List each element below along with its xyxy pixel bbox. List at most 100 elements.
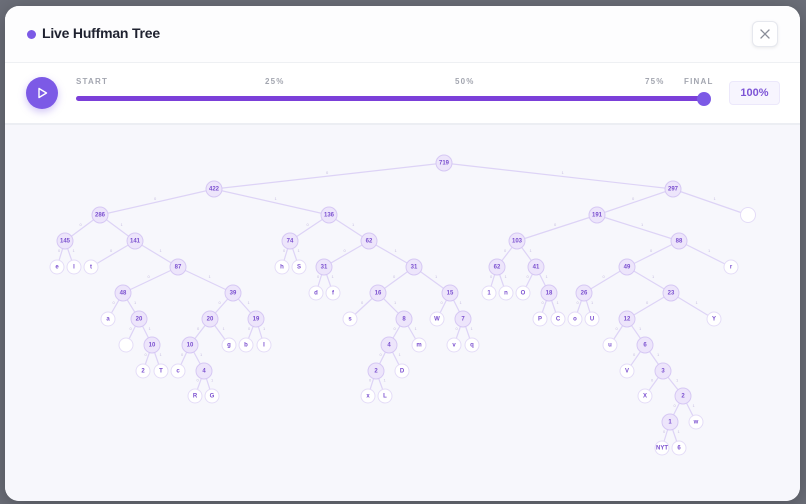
tree-internal-node[interactable]: 10 (143, 336, 161, 354)
slider-thumb[interactable] (697, 92, 711, 106)
tick-label: 50% (455, 77, 475, 86)
tree-internal-node[interactable]: 103 (508, 232, 526, 250)
tree-leaf-node[interactable]: D (394, 363, 410, 379)
tree-internal-node[interactable]: 136 (320, 206, 338, 224)
tree-leaf-node[interactable]: V (619, 363, 635, 379)
tree-internal-node[interactable]: 297 (664, 180, 682, 198)
tick-label: START (76, 77, 109, 86)
edge-bit-label: 1 (248, 300, 251, 305)
tree-internal-node[interactable]: 10 (181, 336, 199, 354)
tree-internal-node[interactable]: 19 (247, 310, 265, 328)
tree-leaf-node[interactable]: o (567, 311, 583, 327)
node-label: 16 (375, 291, 382, 297)
tree-internal-node[interactable]: 4 (380, 336, 398, 354)
edge-bit-label: 0 (577, 300, 580, 305)
tree-leaf-node[interactable]: W (429, 311, 445, 327)
tree-internal-node[interactable]: 6 (636, 336, 654, 354)
progress-slider[interactable] (76, 96, 705, 101)
node-label: 48 (120, 291, 127, 297)
tree-leaf-node[interactable]: c (170, 363, 186, 379)
tree-edge (626, 292, 672, 320)
tree-leaf-node[interactable]: NYT (654, 440, 670, 456)
tree-leaf-node[interactable]: X (637, 388, 653, 404)
tree-internal-node[interactable]: 7 (454, 310, 472, 328)
tree-internal-node[interactable]: 8 (395, 310, 413, 328)
tree-leaf-node[interactable]: C (550, 311, 566, 327)
tree-leaf-node[interactable]: d (308, 285, 324, 301)
tree-internal-node[interactable]: 20 (130, 310, 148, 328)
tree-internal-node[interactable]: 88 (670, 232, 688, 250)
tree-internal-node[interactable]: 15 (441, 284, 459, 302)
tree-internal-node[interactable]: 41 (527, 258, 545, 276)
tree-leaf-node[interactable]: w (688, 414, 704, 430)
tree-leaf-node[interactable]: I (256, 337, 272, 353)
tree-internal-node[interactable]: 4 (195, 362, 213, 380)
tree-leaf-node[interactable]: 2 (135, 363, 151, 379)
tree-internal-node[interactable]: 74 (281, 232, 299, 250)
tree-leaf-node[interactable]: S (291, 259, 307, 275)
tree-internal-node[interactable]: 39 (224, 284, 242, 302)
tree-leaf-node[interactable] (118, 337, 134, 353)
tree-internal-node[interactable]: 191 (588, 206, 606, 224)
tree-leaf-node[interactable]: g (221, 337, 237, 353)
tree-leaf-node[interactable]: a (100, 311, 116, 327)
tree-internal-node[interactable]: 20 (201, 310, 219, 328)
tree-internal-node[interactable]: 3 (654, 362, 672, 380)
tree-internal-node[interactable]: 141 (126, 232, 144, 250)
tree-leaf-node[interactable]: L (377, 388, 393, 404)
tree-internal-node[interactable]: 62 (360, 232, 378, 250)
close-button[interactable] (752, 21, 778, 47)
tree-internal-node[interactable]: 48 (114, 284, 132, 302)
tree-internal-node[interactable]: 62 (488, 258, 506, 276)
tree-leaf-node[interactable]: O (515, 285, 531, 301)
tree-leaf-node[interactable]: s (342, 311, 358, 327)
tree-internal-node[interactable]: 719 (435, 154, 453, 172)
tree-internal-node[interactable]: 87 (169, 258, 187, 276)
tree-leaf-node[interactable] (740, 207, 756, 223)
tree-leaf-node[interactable]: q (464, 337, 480, 353)
tree-leaf-node[interactable]: n (498, 285, 514, 301)
node-label: 8 (402, 317, 406, 323)
tree-internal-node[interactable]: 2 (367, 362, 385, 380)
play-button[interactable] (26, 77, 58, 109)
tree-leaf-node[interactable]: h (274, 259, 290, 275)
tree-internal-node[interactable]: 16 (369, 284, 387, 302)
tree-leaf-node[interactable]: v (446, 337, 462, 353)
tree-leaf-node[interactable]: b (238, 337, 254, 353)
tick-label: 25% (265, 77, 285, 86)
tree-leaf-node[interactable]: m (411, 337, 427, 353)
tree-leaf-node[interactable]: Y (706, 311, 722, 327)
tree-leaf-node[interactable]: T (153, 363, 169, 379)
tree-leaf-node[interactable]: U (584, 311, 600, 327)
tree-internal-node[interactable]: 23 (662, 284, 680, 302)
tree-leaf-node[interactable]: P (532, 311, 548, 327)
node-label: 141 (130, 239, 141, 245)
tree-internal-node[interactable]: 145 (56, 232, 74, 250)
tree-internal-node[interactable]: 12 (618, 310, 636, 328)
edge-bit-label: 1 (223, 326, 226, 331)
tree-leaf-node[interactable]: e (49, 259, 65, 275)
tree-internal-node[interactable]: 31 (405, 258, 423, 276)
edge-bit-label: 1 (384, 378, 387, 383)
node-label: 62 (494, 265, 501, 271)
tree-leaf-node[interactable]: 6 (671, 440, 687, 456)
tree-leaf-node[interactable]: t (83, 259, 99, 275)
tree-internal-node[interactable]: 422 (205, 180, 223, 198)
tree-internal-node[interactable]: 2 (674, 387, 692, 405)
tree-leaf-node[interactable]: r (723, 259, 739, 275)
node-label: 6 (677, 446, 681, 452)
modal-title: Live Huffman Tree (42, 25, 160, 41)
tree-leaf-node[interactable]: f (325, 285, 341, 301)
tree-internal-node[interactable]: 1 (661, 413, 679, 431)
tree-leaf-node[interactable]: u (602, 337, 618, 353)
tree-leaf-node[interactable]: G (204, 388, 220, 404)
tree-internal-node[interactable]: 26 (575, 284, 593, 302)
tree-internal-node[interactable]: 31 (315, 258, 333, 276)
tree-internal-node[interactable]: 18 (540, 284, 558, 302)
tree-leaf-node[interactable]: 1 (481, 285, 497, 301)
tree-internal-node[interactable]: 49 (618, 258, 636, 276)
tree-leaf-node[interactable]: R (187, 388, 203, 404)
tree-leaf-node[interactable]: x (360, 388, 376, 404)
tree-internal-node[interactable]: 286 (91, 206, 109, 224)
tree-leaf-node[interactable]: l (66, 259, 82, 275)
